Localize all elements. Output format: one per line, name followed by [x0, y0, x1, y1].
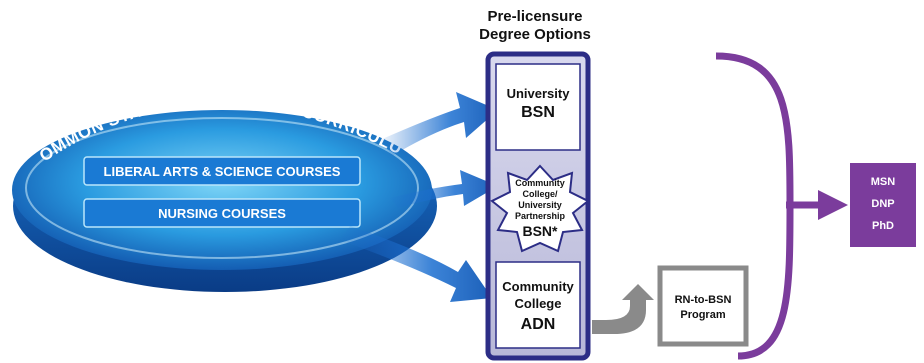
- graduate-phd: PhD: [872, 220, 894, 232]
- graduate-connectors: [610, 52, 848, 360]
- partnership-label-2: College/: [522, 189, 558, 199]
- partnership-degree: BSN*: [522, 223, 558, 239]
- arrow-to-university: [380, 92, 498, 156]
- curriculum-arrows: [340, 92, 498, 302]
- university-degree: BSN: [521, 104, 555, 121]
- arrow-to-partnership: [390, 170, 498, 208]
- header-line-1: Pre-licensure: [487, 8, 582, 25]
- rn-to-bsn-box: [657, 265, 749, 347]
- graduate-msn: MSN: [871, 176, 896, 188]
- graduate-degrees-box: [850, 163, 916, 247]
- liberal-arts-courses-box: [83, 156, 361, 186]
- partnership-label-3: University: [518, 200, 562, 210]
- rn-to-bsn-label-1: RN-to-BSN: [675, 294, 732, 306]
- partnership-star: [490, 164, 590, 253]
- partnership-label-4: Partnership: [515, 211, 566, 221]
- community-college-adn-box: [495, 261, 581, 349]
- header-line-2: Degree Options: [479, 26, 591, 43]
- nursing-courses-label: NURSING COURSES: [158, 206, 286, 221]
- arrow-to-community-college: [340, 226, 492, 302]
- nursing-courses-box: [83, 198, 361, 228]
- community-degree: ADN: [521, 316, 556, 333]
- rn-to-bsn-label-2: Program: [680, 309, 725, 321]
- liberal-arts-courses-label: LIBERAL ARTS & SCIENCE COURSES: [104, 164, 341, 179]
- community-label-1: Community: [502, 279, 574, 294]
- degree-options-column: University BSN Community College ADN Com…: [485, 51, 591, 361]
- bracket-bottom: [737, 204, 794, 360]
- partnership-label-1: Community: [515, 178, 565, 188]
- graduate-arrowhead: [818, 190, 848, 220]
- bracket-top: [715, 52, 794, 206]
- university-label: University: [507, 86, 571, 101]
- adn-to-rnbsn-arrow: [592, 284, 654, 334]
- graduate-dnp: DNP: [871, 198, 894, 210]
- community-label-2: College: [515, 296, 562, 311]
- university-bsn-box: [495, 63, 581, 151]
